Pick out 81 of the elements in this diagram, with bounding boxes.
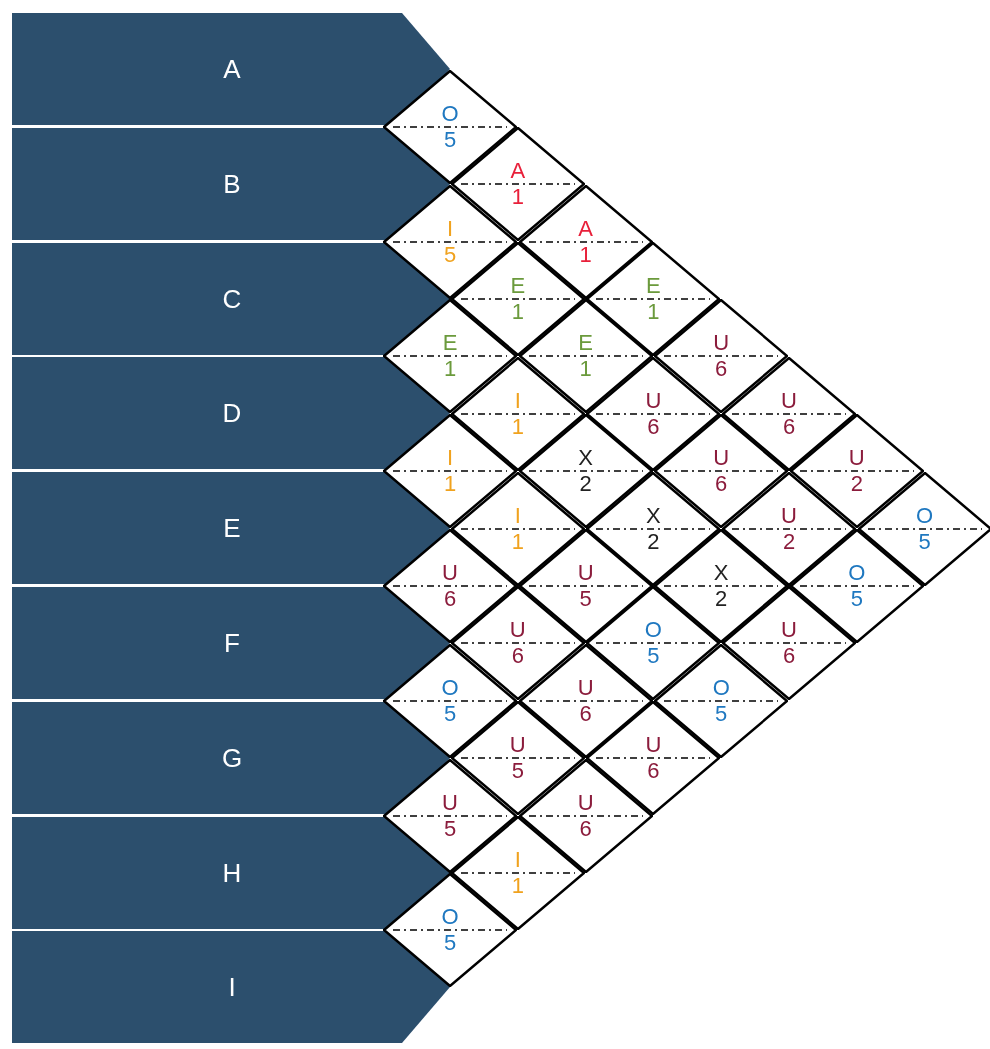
reason-code: 5 [849, 588, 864, 610]
rating-letter: U [712, 332, 731, 355]
rating-letter: U [712, 447, 731, 470]
rating-letter: E [509, 275, 527, 297]
reason-code: 5 [442, 817, 458, 840]
reason-code: 6 [578, 817, 593, 840]
rating-letter: E [645, 275, 662, 297]
rating-letter: U [441, 562, 459, 584]
reason-code: 2 [849, 473, 864, 496]
rating-letter: A [577, 217, 594, 240]
reason-code: 6 [442, 588, 458, 610]
rating-letter: A [509, 160, 527, 183]
reason-code: 6 [510, 645, 525, 668]
reason-code: 2 [781, 530, 797, 553]
reason-code: 5 [442, 243, 458, 266]
reason-code: 5 [442, 128, 458, 151]
rating-letter: U [576, 562, 595, 584]
row-label: E [222, 513, 242, 545]
row-label: C [221, 283, 243, 315]
reason-code: 2 [578, 473, 593, 496]
rating-letter: O [915, 504, 935, 527]
reason-code: 5 [442, 932, 458, 955]
rating-letter: U [780, 389, 798, 412]
reason-code: 1 [510, 301, 525, 323]
rating-letter: X [577, 447, 594, 470]
rating-letter: I [513, 504, 522, 527]
rating-letter: O [440, 906, 460, 929]
rating-letter: O [711, 676, 731, 699]
rating-letter: I [445, 447, 455, 470]
rating-letter: U [508, 734, 527, 757]
rating-letter: O [847, 562, 867, 584]
rating-letter: X [712, 562, 730, 584]
rating-letter: U [644, 389, 663, 412]
reason-code: 6 [781, 645, 797, 668]
rating-letter: I [513, 849, 522, 871]
row-label: A [222, 54, 242, 85]
reason-code: 5 [714, 702, 729, 725]
rating-letter: U [847, 447, 866, 470]
rating-letter: U [780, 504, 798, 527]
reason-code: 1 [578, 358, 593, 381]
reason-code: 1 [510, 875, 525, 897]
reason-code: 6 [646, 760, 661, 783]
reason-code: 6 [714, 473, 729, 496]
reason-code: 1 [442, 473, 458, 496]
reason-code: 6 [781, 415, 797, 438]
reason-code: 2 [714, 588, 729, 610]
reason-code: 6 [714, 358, 729, 381]
reason-code: 6 [646, 415, 661, 438]
reason-code: 2 [646, 530, 661, 553]
rating-letter: U [508, 619, 527, 642]
rating-letter: O [643, 619, 663, 642]
reason-code: 1 [646, 301, 661, 323]
rating-letter: I [445, 217, 455, 240]
rating-letter: U [576, 676, 595, 699]
rating-letter: E [577, 332, 594, 355]
rating-letter: U [644, 734, 663, 757]
row-label: G [220, 742, 244, 774]
rating-letter: X [645, 504, 662, 527]
row-label: I [227, 972, 237, 1004]
row-label: B [222, 168, 242, 200]
reason-code: 5 [646, 645, 661, 668]
reason-code: 1 [510, 530, 525, 553]
reason-code: 5 [578, 588, 593, 610]
rating-letter: U [780, 619, 798, 642]
row-label: D [221, 398, 243, 430]
rating-letter: O [440, 102, 460, 125]
row-label: F [223, 628, 241, 659]
reason-code: 6 [578, 702, 593, 725]
rating-letter: U [576, 791, 595, 814]
reason-code: 1 [510, 186, 525, 209]
rating-letter: I [513, 389, 522, 412]
reason-code: 1 [442, 358, 458, 381]
rating-letter: U [441, 791, 459, 814]
reason-code: 5 [442, 702, 458, 725]
reason-code: 1 [578, 243, 593, 266]
row-label: H [221, 857, 243, 889]
rating-letter: O [440, 676, 460, 699]
reason-code: 5 [510, 760, 525, 783]
rating-letter: E [441, 332, 459, 355]
reason-code: 1 [510, 415, 525, 438]
reason-code: 5 [917, 530, 932, 553]
